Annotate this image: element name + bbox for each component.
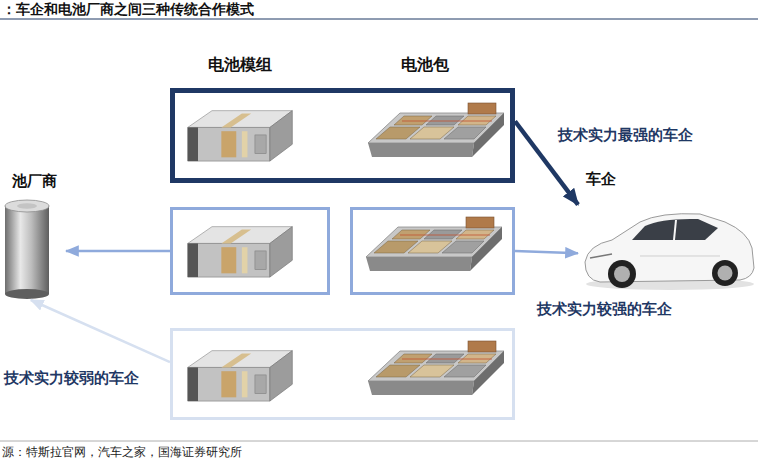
car-maker-node: 车企 (578, 195, 754, 292)
node-label: 池厂商 (2, 172, 66, 191)
column-heading: 电池包 (401, 55, 449, 76)
node-label: 车企 (586, 170, 616, 189)
caption-rule (0, 441, 758, 442)
flow-arrow (515, 251, 578, 253)
edge-label: 技术实力较弱的车企 (2, 369, 141, 388)
battery-pack-image (368, 341, 504, 395)
car-door-line (640, 256, 720, 257)
battery-module-image (188, 351, 293, 401)
flow-arrow (31, 300, 170, 362)
module-box (170, 207, 330, 295)
figure-title: ：车企和电池厂商之间三种传统合作模式 (2, 1, 254, 19)
battery-cell-image (5, 200, 49, 299)
battery-pack-image (368, 103, 504, 157)
car-window (632, 219, 718, 240)
cell-body (5, 206, 49, 294)
module-and-pack-box (170, 328, 515, 420)
cell-terminal (17, 203, 37, 209)
car-image (585, 214, 754, 290)
car-wheel (608, 260, 636, 288)
car-headlight (590, 254, 612, 258)
module-and-pack-box (170, 88, 515, 183)
source-caption: 源：特斯拉官网，汽车之家，国海证券研究所 (2, 444, 242, 461)
car-rim (614, 266, 630, 282)
edge-label: 技术实力最强的车企 (556, 126, 695, 145)
car-wheel (712, 260, 738, 286)
flow-arrow (66, 250, 170, 253)
battery-pack-image (366, 217, 502, 271)
edge-label: 技术实力较强的车企 (535, 300, 674, 319)
car-rim (718, 266, 733, 281)
cell-bottom (5, 289, 49, 299)
battery-module-image (188, 111, 293, 161)
column-heading: 电池模组 (208, 55, 272, 76)
pack-box (350, 207, 515, 295)
battery-maker-node: 池厂商 (2, 172, 66, 300)
battery-module-image (188, 227, 293, 277)
title-rule (0, 19, 758, 20)
cell-top (5, 200, 49, 212)
car-pillar (674, 220, 676, 240)
